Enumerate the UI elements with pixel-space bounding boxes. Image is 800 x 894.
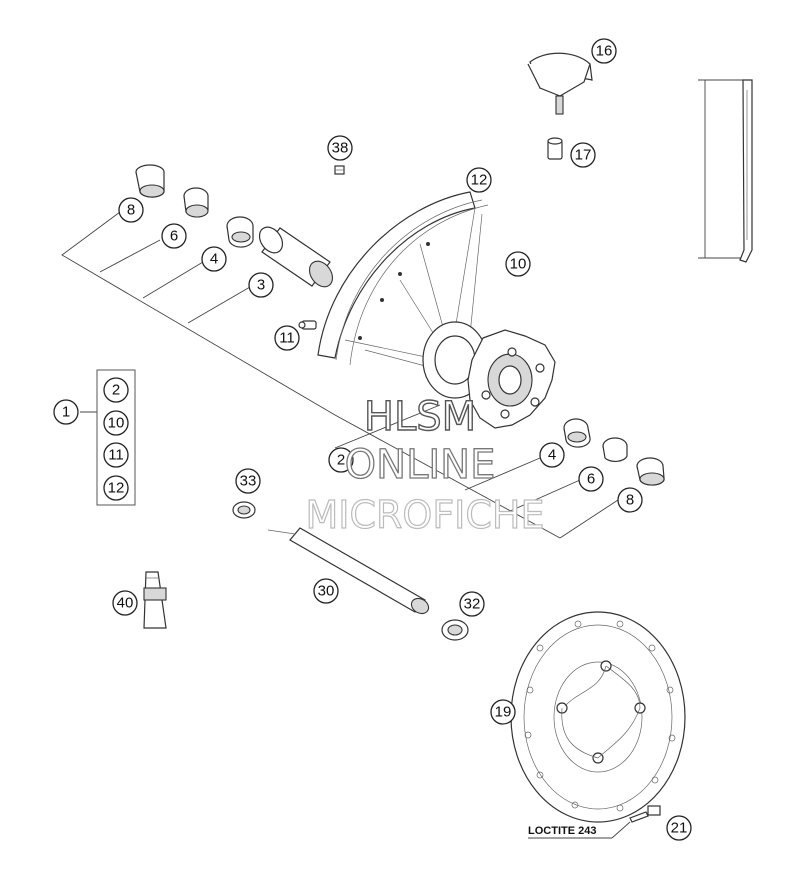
svg-text:30: 30 [318,583,335,600]
svg-text:19: 19 [495,704,512,721]
seal-6-right [602,437,628,462]
callout-10-set: 10 [103,410,129,436]
loctite-label: LOCTITE 243 [528,825,596,837]
axle-nut-32 [441,619,469,641]
svg-text:3: 3 [257,277,265,294]
svg-text:40: 40 [117,595,134,612]
brake-disc-19 [510,611,686,823]
callout-21: 21 [666,815,692,841]
seal-6-left [183,187,209,218]
svg-text:8: 8 [127,202,135,219]
callout-19: 19 [490,699,516,725]
spacer-8-right [636,457,665,486]
axle-30 [267,527,430,615]
callout-33: 33 [235,468,261,494]
callout-30: 30 [313,578,339,604]
spoke-nipple-11 [298,320,317,330]
callout-38: 38 [327,135,353,161]
watermark-line-1: HLSM [364,394,476,440]
svg-text:21: 21 [671,820,688,837]
svg-text:4: 4 [210,251,218,268]
svg-text:12: 12 [471,172,488,189]
svg-text:2: 2 [337,452,345,469]
rim-12 [317,191,489,366]
svg-text:6: 6 [587,471,595,488]
svg-text:10: 10 [108,415,125,432]
callout-3: 3 [248,272,274,298]
loctite-note: LOCTITE 243 [528,821,631,839]
watermark-line-2: ONLINE [345,442,496,488]
disc-bolt-21 [629,805,661,823]
svg-text:2: 2 [112,382,120,399]
svg-text:16: 16 [596,43,613,60]
svg-text:11: 11 [279,330,295,347]
spacer-tube-3 [258,226,334,288]
svg-text:12: 12 [108,480,125,497]
callout-4-left: 4 [201,246,227,272]
svg-text:32: 32 [464,596,481,613]
wheel-hub [422,321,556,429]
callout-40: 40 [112,590,138,616]
callout-10: 10 [505,251,531,277]
collar-33 [232,501,256,519]
callout-12-set: 12 [103,475,129,501]
spoke-length-dimension [698,79,753,263]
callout-17: 17 [570,142,596,168]
svg-text:38: 38 [332,140,349,157]
svg-text:10: 10 [510,256,527,273]
watermark: HLSM ONLINE MICROFICHE [305,393,545,537]
callout-2: 2 [328,447,354,473]
spacer-8-left [135,164,165,198]
callout-4-right: 4 [539,442,565,468]
leader-lines-left [61,211,619,539]
svg-text:6: 6 [170,228,178,245]
screw-38 [334,165,345,175]
svg-text:33: 33 [240,473,257,490]
callout-6-left: 6 [161,223,187,249]
svg-text:11: 11 [108,447,124,464]
callout-32: 32 [459,591,485,617]
callout-8-left: 8 [118,197,144,223]
svg-text:17: 17 [575,147,592,164]
callout-12: 12 [466,167,492,193]
svg-text:4: 4 [548,447,556,464]
watermark-line-3: MICROFICHE [305,493,544,537]
nut-17 [547,137,563,160]
bearing-4-right [563,418,591,448]
callout-6-right: 6 [578,466,604,492]
callout-11: 11 [274,325,300,351]
svg-text:8: 8 [626,492,634,509]
grease-tube-40 [143,571,167,629]
callout-2-set: 2 [103,377,129,403]
callout-1: 1 [53,399,79,425]
bearing-4-left [226,216,254,248]
svg-text:1: 1 [62,404,70,421]
callout-16: 16 [591,38,617,64]
rim-lock-16 [527,52,593,115]
callout-8-right: 8 [617,487,643,513]
callout-11-set: 11 [103,442,129,468]
